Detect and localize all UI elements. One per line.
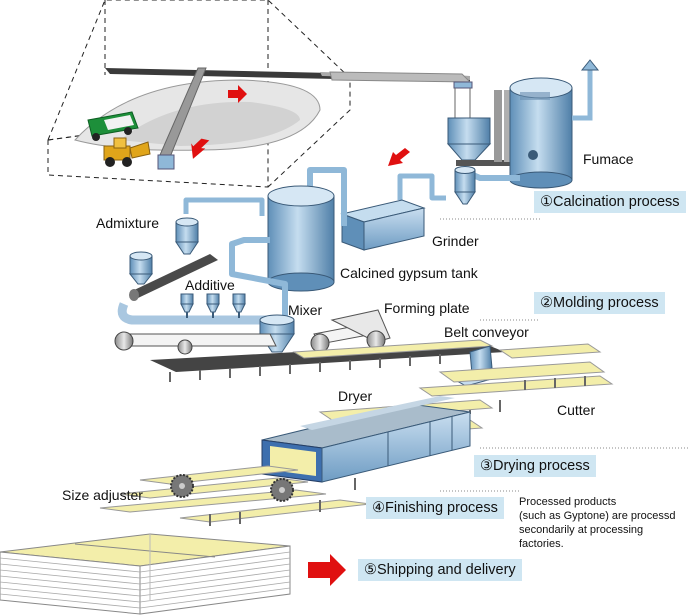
saw-blade-icon (170, 474, 194, 498)
label-furnace: Fumace (583, 151, 634, 167)
flow-arrow-icon (388, 148, 410, 166)
stage-drying: ③Drying process (474, 455, 596, 477)
label-size-adjuster: Size adjuster (62, 487, 143, 503)
flow-arrow-icon (191, 138, 210, 159)
note-line-1: Processed products (519, 496, 617, 508)
label-additive: Additive (185, 277, 235, 293)
label-belt-conveyor: Belt conveyor (444, 324, 529, 340)
shipping-arrow-icon (308, 554, 346, 586)
admixture-hopper (128, 197, 265, 301)
cyclone-separator (454, 166, 476, 205)
belt-conveyor (150, 339, 505, 382)
grinder (340, 199, 426, 251)
flow-arrow-icon (228, 85, 247, 103)
label-mixer: Mixer (288, 302, 323, 318)
stage-calcination: ①Calcination process (534, 191, 686, 213)
label-grinder: Grinder (432, 233, 479, 249)
dryer (261, 396, 494, 483)
additive-hoppers (117, 293, 272, 325)
label-forming-plate: Forming plate (384, 300, 470, 316)
cut-boards (418, 343, 614, 414)
note-line-2: (such as Gyptone) are processd (519, 510, 676, 522)
processed-products-note: Processed products (such as Gyptone) are… (519, 495, 693, 551)
wheel-loader-icon (103, 137, 151, 167)
finished-board-stacks (0, 533, 291, 615)
saw-blade-icon (270, 478, 294, 502)
raw-gypsum-hopper (446, 88, 518, 166)
dump-truck-icon (87, 111, 139, 141)
stage-molding: ②Molding process (534, 292, 665, 314)
furnace (494, 59, 600, 189)
label-calcined-gypsum-tank: Calcined gypsum tank (340, 265, 478, 281)
stage-shipping: ⑤Shipping and delivery (358, 559, 522, 581)
label-dryer: Dryer (338, 388, 373, 404)
calcined-gypsum-tank (267, 185, 335, 292)
forming-plate (114, 309, 391, 355)
finishing-line (99, 465, 371, 526)
note-line-3: secondarily at processing (519, 524, 644, 536)
note-line-4: factories. (519, 538, 564, 550)
stage-finishing: ④Finishing process (366, 497, 504, 519)
raw-material-warehouse (47, 0, 470, 188)
label-admixture: Admixture (96, 215, 160, 231)
label-cutter: Cutter (557, 402, 596, 418)
